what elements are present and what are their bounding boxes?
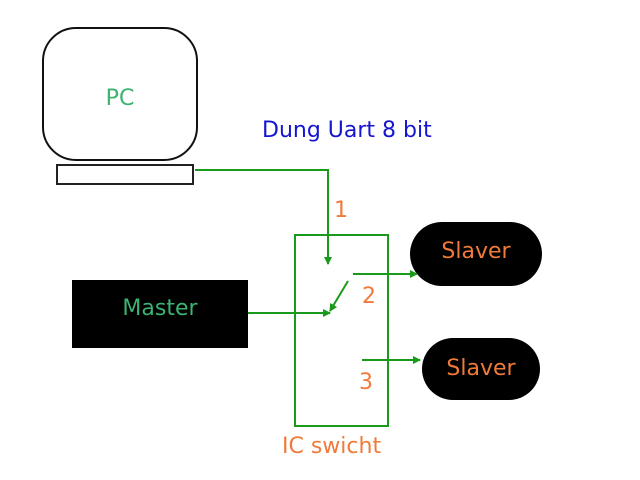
pc-monitor xyxy=(42,27,198,161)
port-label-3: 3 xyxy=(359,370,373,395)
port-label-2: 2 xyxy=(362,284,376,309)
master-label: Master xyxy=(122,296,198,321)
port-label-1: 1 xyxy=(334,198,348,223)
switch-lever xyxy=(329,280,349,312)
slaver-node-2: Slaver xyxy=(422,338,540,400)
uart-link-label: Dung Uart 8 bit xyxy=(262,118,432,143)
pc-base xyxy=(56,164,194,185)
master-node xyxy=(72,280,248,348)
slaver-node-1: Slaver xyxy=(410,222,542,286)
ic-switch-box xyxy=(294,234,389,427)
wire-pc-to-switch xyxy=(195,169,332,265)
pc-label: PC xyxy=(105,86,135,111)
ic-switch-label: IC swicht xyxy=(282,434,382,459)
